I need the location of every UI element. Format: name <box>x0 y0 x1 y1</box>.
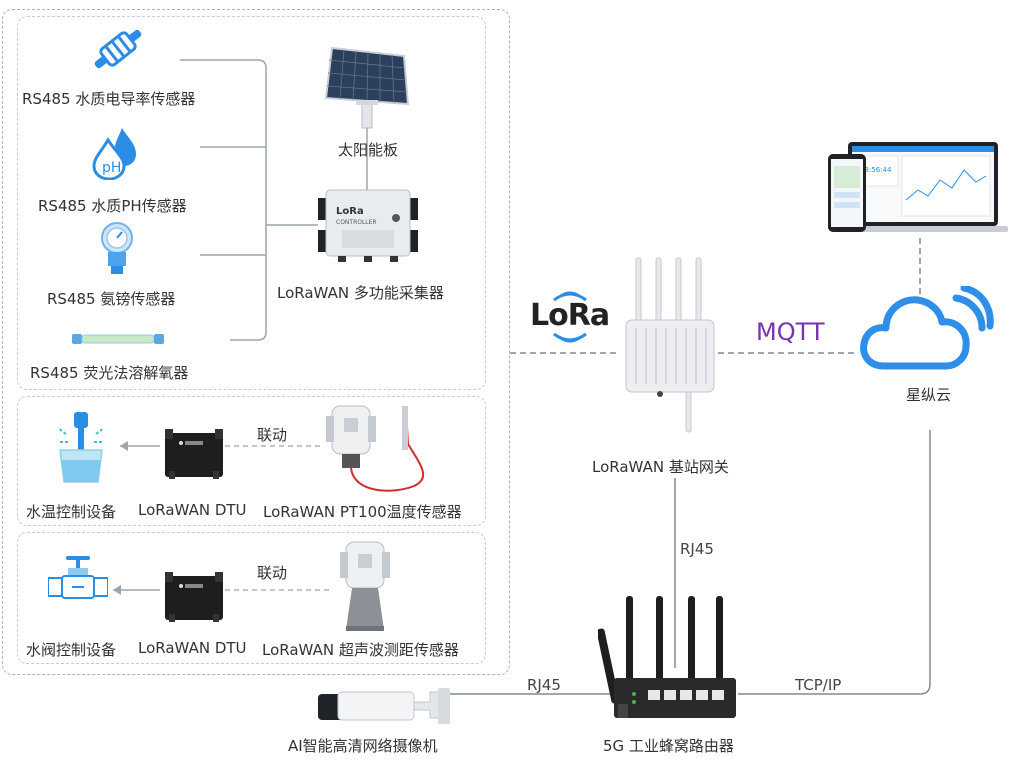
controller-label: LoRaWAN 多功能采集器 <box>277 284 444 302</box>
solar-panel-icon <box>324 46 410 129</box>
cloud-label: 星纵云 <box>906 386 952 404</box>
router-label: 5G 工业蜂窝路由器 <box>603 737 734 755</box>
gateway-label: LoRaWAN 基站网关 <box>592 458 729 476</box>
valve-dtu-icon <box>165 572 223 622</box>
ammonia-sensor-label: RS485 氨镑传感器 <box>47 290 176 308</box>
valve-group-box <box>17 532 486 664</box>
cloud-icon <box>860 286 994 370</box>
solar-panel-label: 太阳能板 <box>338 141 399 159</box>
temp-actuator-label: 水温控制设备 <box>26 503 117 521</box>
sensor-group-box <box>17 16 486 390</box>
lora-signal-icon <box>553 291 587 343</box>
mqtt-label: MQTT <box>756 318 825 346</box>
temp-dtu-icon <box>165 429 223 479</box>
conductivity-sensor-icon <box>94 29 142 69</box>
valve-link-label: 联动 <box>257 564 288 582</box>
water-valve-icon <box>48 556 108 599</box>
camera-icon <box>318 688 450 724</box>
ultrasonic-sensor-label: LoRaWAN 超声波测距传感器 <box>262 641 459 659</box>
camera-label: AI智能高清网络摄像机 <box>288 737 438 755</box>
outer-collection-box <box>2 9 510 675</box>
svg-text:pH: pH <box>102 160 121 176</box>
water-heater-icon <box>57 412 105 483</box>
ph-sensor-icon: pH <box>92 128 136 180</box>
dashboard-time: 13:56:44 <box>860 166 892 174</box>
controller-icon: LoRa CONTROLLER <box>318 189 418 262</box>
router-icon <box>598 596 736 718</box>
pt100-sensor-icon <box>326 405 425 492</box>
rj45-horizontal-label: RJ45 <box>527 676 561 694</box>
oxygen-sensor-icon <box>72 334 164 344</box>
conductivity-sensor-label: RS485 水质电导率传感器 <box>22 90 196 108</box>
ph-sensor-label: RS485 水质PH传感器 <box>38 197 187 215</box>
valve-dtu-label: LoRaWAN DTU <box>138 639 247 657</box>
controller-brand: LoRa <box>336 206 364 217</box>
pt100-sensor-label: LoRaWAN PT100温度传感器 <box>263 503 462 521</box>
dashboard-devices-icon: 13:56:44 <box>828 142 1008 232</box>
gateway-icon <box>625 257 715 433</box>
oxygen-sensor-label: RS485 荧光法溶解氧器 <box>30 364 189 382</box>
valve-actuator-label: 水阀控制设备 <box>26 641 117 659</box>
ultrasonic-sensor-icon <box>340 541 390 631</box>
temp-dtu-label: LoRaWAN DTU <box>138 501 247 519</box>
ammonia-sensor-icon <box>101 222 133 274</box>
lora-logo: LoRa <box>530 298 610 333</box>
rj45-vertical-label: RJ45 <box>680 540 714 558</box>
temperature-group-box <box>17 396 486 526</box>
temp-link-label: 联动 <box>257 426 288 444</box>
tcpip-label: TCP/IP <box>795 676 842 694</box>
controller-model: CONTROLLER <box>336 219 377 226</box>
